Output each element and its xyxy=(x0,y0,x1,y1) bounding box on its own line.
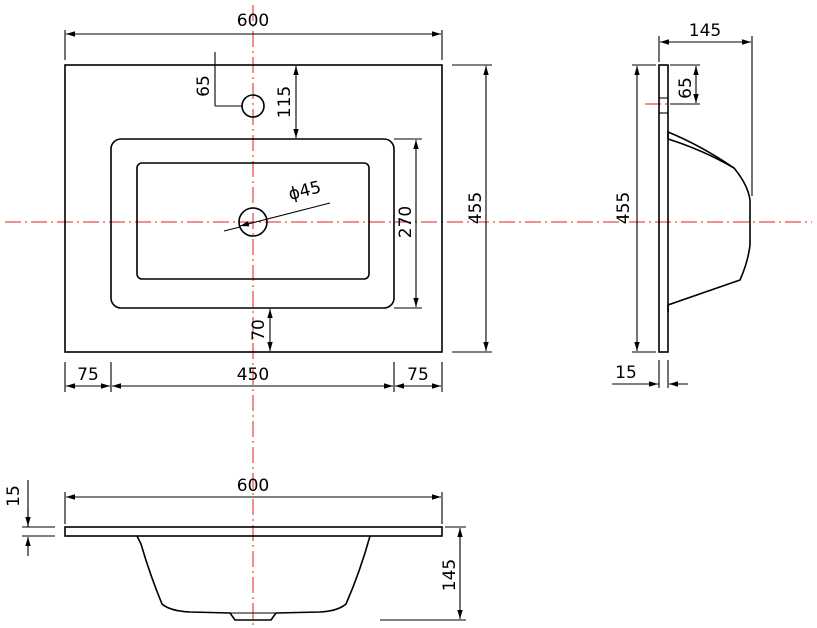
dim-right-margin-label: 75 xyxy=(407,365,429,385)
dim-bowl-depth-label: 270 xyxy=(396,206,416,238)
side-bowl-profile-inner xyxy=(667,138,735,169)
dim-hole-to-bowl: 115 xyxy=(275,66,299,138)
dim-drain-diameter: ϕ45 xyxy=(223,177,331,232)
dim-front-width-label: 600 xyxy=(237,476,269,496)
dim-side-thickness-label: 15 xyxy=(615,363,637,383)
dim-side-height-label: 455 xyxy=(614,192,634,224)
dim-front-margin: 70 xyxy=(249,309,273,351)
dim-front-width: 600 xyxy=(64,476,443,524)
front-slab xyxy=(64,526,443,537)
dim-side-hole-label: 65 xyxy=(676,77,696,99)
top-view: 600 65 115 ϕ45 270 xyxy=(64,11,492,392)
dim-front-thickness-label: 15 xyxy=(4,485,24,507)
drain-hole xyxy=(238,207,268,237)
dim-side-depth-label: 145 xyxy=(689,21,721,41)
dim-side-thickness: 15 xyxy=(612,360,688,388)
side-view: 145 455 65 15 xyxy=(612,21,753,388)
dim-bottom-chain: 75 450 75 xyxy=(64,362,443,392)
dim-side-depth: 145 xyxy=(658,21,753,196)
dim-hole-offset-label: 65 xyxy=(194,75,214,97)
dim-front-depth-label: 145 xyxy=(440,559,460,591)
side-bowl-profile xyxy=(667,130,751,312)
dim-side-height: 455 xyxy=(614,64,656,353)
dim-drain-diameter-label: ϕ45 xyxy=(286,177,323,204)
dim-top-width: 600 xyxy=(64,11,443,60)
dim-bowl-width-label: 450 xyxy=(237,365,269,385)
dim-total-depth: 455 xyxy=(452,64,492,353)
side-slab xyxy=(658,64,669,353)
front-bowl-profile xyxy=(136,535,371,621)
bowl-outer xyxy=(110,138,395,309)
dim-top-width-label: 600 xyxy=(237,11,269,31)
dim-hole-offset: 65 xyxy=(194,52,243,107)
dim-side-hole: 65 xyxy=(670,64,700,105)
dim-front-margin-label: 70 xyxy=(249,319,269,341)
dim-left-margin-label: 75 xyxy=(77,365,99,385)
bowl-inner xyxy=(136,162,370,280)
dim-front-thickness: 15 xyxy=(4,480,55,556)
top-outline xyxy=(64,64,443,353)
dim-hole-to-bowl-label: 115 xyxy=(275,86,295,118)
dim-total-depth-label: 455 xyxy=(466,192,486,224)
front-view: 600 15 145 xyxy=(4,476,466,621)
dim-bowl-depth: 270 xyxy=(394,138,422,309)
dim-front-depth: 145 xyxy=(380,526,466,621)
